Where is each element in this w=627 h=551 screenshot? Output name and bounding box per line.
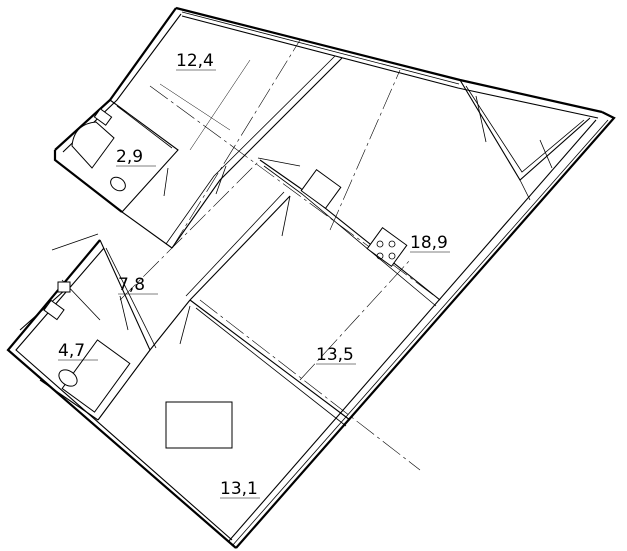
- room-area-label-c: 7,8: [118, 275, 145, 295]
- room-area-label-b: 2,9: [116, 147, 143, 167]
- toilet-icon: [110, 176, 126, 192]
- room-labels: 12,4 2,9 7,8 4,7 18,9 13,5 13,1: [58, 51, 448, 499]
- interior-walls: [19, 55, 441, 427]
- kitchen-sink-icon: [300, 168, 342, 210]
- sink-icon: [93, 108, 113, 126]
- toilet-icon-2: [58, 369, 78, 387]
- outer-walls: [6, 6, 616, 549]
- balcony: [459, 79, 591, 201]
- room-area-label-f: 13,5: [316, 345, 354, 365]
- doors: [51, 157, 301, 345]
- table-icon: [165, 401, 233, 449]
- bathtub-icon-2: [61, 339, 131, 413]
- shower-icon: [57, 281, 71, 293]
- sink-icon-2: [43, 299, 65, 321]
- kitchen-fixtures: [300, 168, 408, 268]
- stove-icon: [366, 226, 408, 268]
- room-area-label-g: 13,1: [220, 479, 258, 499]
- room-area-label-a: 12,4: [176, 51, 214, 71]
- bathtub-icon: [71, 121, 115, 169]
- furniture: [165, 401, 233, 449]
- label-underlines: [58, 69, 450, 499]
- room-area-label-d: 4,7: [58, 341, 85, 361]
- axis-lines: [119, 39, 441, 471]
- bathroom-fixtures: [43, 108, 131, 413]
- room-area-label-e: 18,9: [410, 233, 448, 253]
